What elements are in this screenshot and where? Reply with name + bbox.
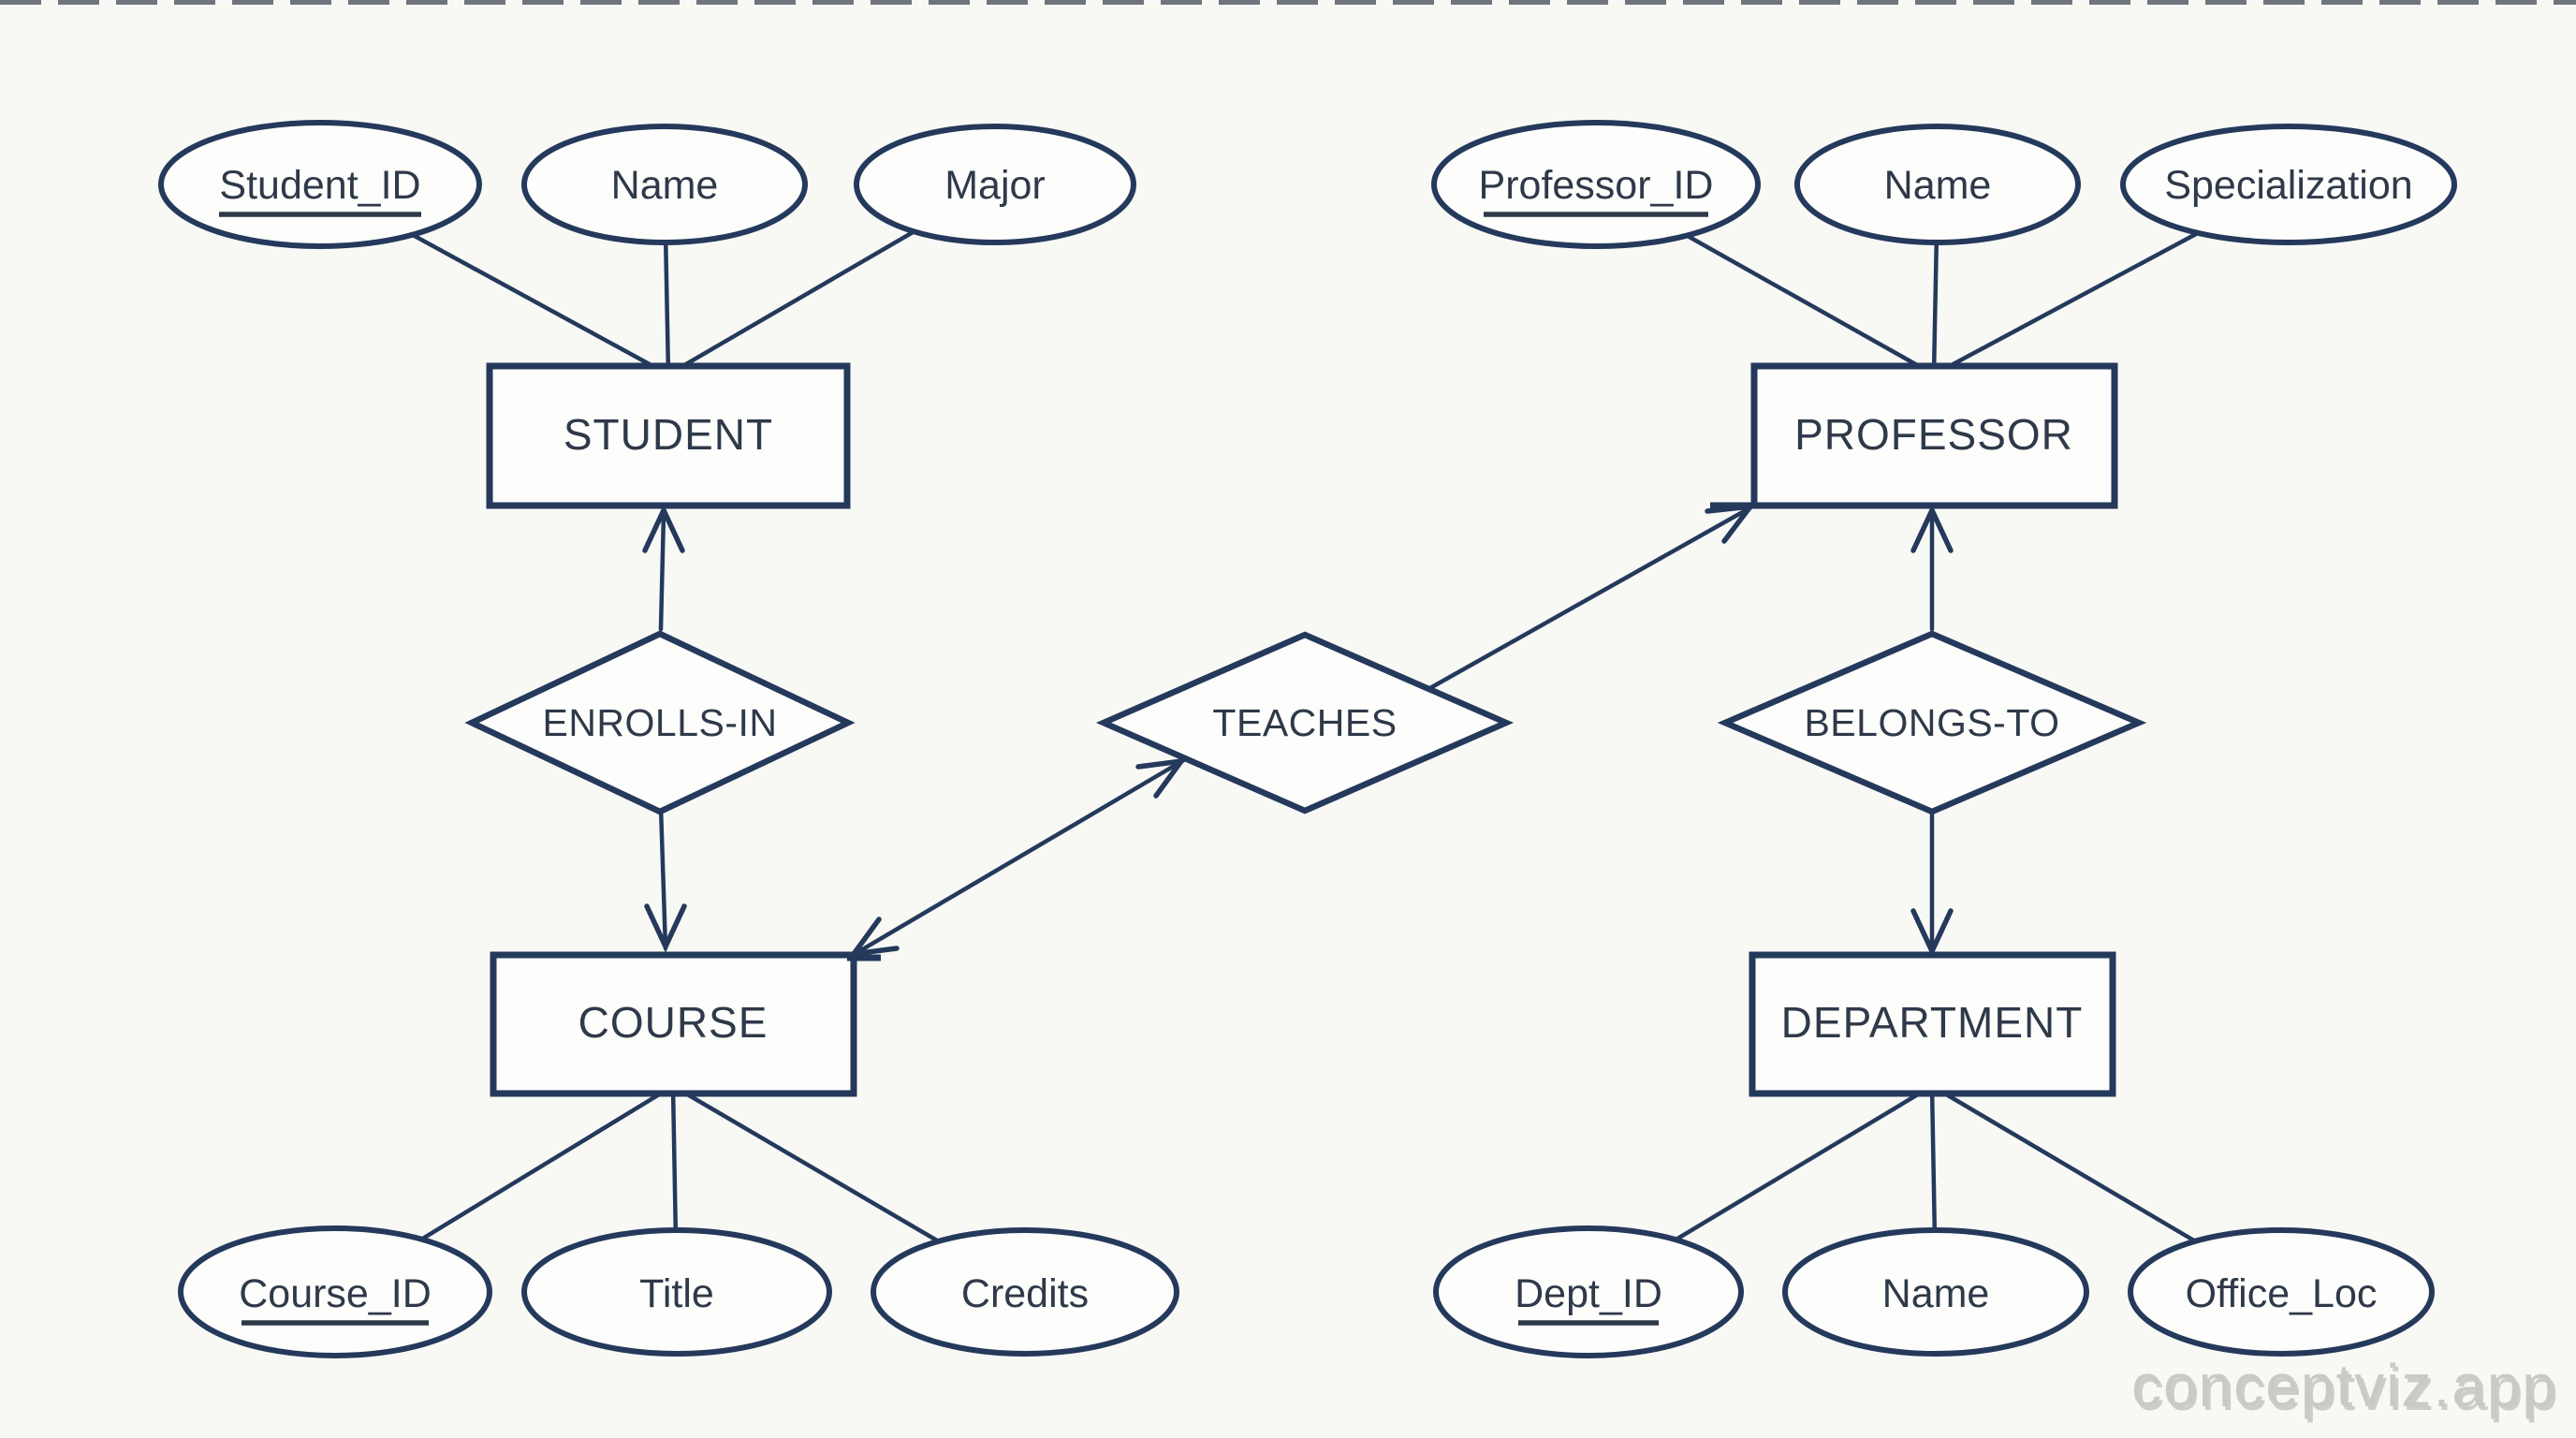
connector-teaches-to-professor xyxy=(1411,503,1757,700)
arrowhead-into-student-icon xyxy=(642,504,685,553)
attribute-major-label: Major xyxy=(944,163,1046,208)
entity-student xyxy=(486,362,851,509)
labels: STUDENT PROFESSOR COURSE DEPARTMENT ENRO… xyxy=(219,163,2413,1326)
arrowheads xyxy=(642,503,1954,958)
connector-enrolls-in-to-course xyxy=(658,804,668,951)
entity-student-label: STUDENT xyxy=(564,410,773,459)
arrowhead-into-course-corner-icon xyxy=(848,917,900,958)
watermark-shadow-text: conceptviz.app xyxy=(2134,1356,2560,1423)
relationship-enrolls-in xyxy=(464,630,856,815)
attribute-professor-name-label: Name xyxy=(1884,163,1992,208)
entity-course xyxy=(490,951,857,1097)
attribute-department-name xyxy=(1782,1227,2089,1357)
entity-department xyxy=(1749,951,2116,1097)
attribute-dept-id xyxy=(1433,1225,1744,1358)
attribute-professor-name xyxy=(1794,124,2081,245)
attribute-dept-id-label: Dept_ID xyxy=(1515,1271,1662,1316)
attribute-major xyxy=(854,124,1136,245)
entity-course-label: COURSE xyxy=(578,998,768,1047)
attribute-student-name-label: Name xyxy=(611,163,719,208)
attribute-office-loc-label: Office_Loc xyxy=(2186,1271,2378,1316)
attribute-specialization xyxy=(2120,124,2457,245)
relationship-teaches-label: TEACHES xyxy=(1212,701,1397,744)
attribute-department-name-label: Name xyxy=(1882,1271,1990,1316)
connector-enrolls-in-to-student xyxy=(658,511,666,632)
attribute-professor-id-label: Professor_ID xyxy=(1479,163,1714,208)
attribute-title xyxy=(521,1227,832,1357)
attribute-credits-label: Credits xyxy=(961,1271,1089,1316)
arrowhead-into-course-icon xyxy=(644,903,687,953)
arrowhead-into-professor-icon xyxy=(1910,504,1954,553)
entity-professor xyxy=(1750,362,2118,509)
attribute-student-name xyxy=(521,124,808,245)
arrowhead-into-department-icon xyxy=(1910,908,1954,958)
watermark-text: conceptviz.app xyxy=(2131,1352,2557,1419)
attribute-course-id-label: Course_ID xyxy=(239,1271,432,1316)
attribute-office-loc xyxy=(2128,1227,2435,1357)
arrowhead-into-professor-corner-icon xyxy=(1705,503,1757,544)
relationship-belongs-to xyxy=(1717,630,2147,815)
watermark: conceptviz.app conceptviz.app xyxy=(2131,1352,2560,1423)
attribute-specialization-label: Specialization xyxy=(2164,163,2412,208)
attribute-title-label: Title xyxy=(639,1271,714,1316)
attribute-student-id-label: Student_ID xyxy=(219,163,420,208)
relationship-teaches xyxy=(1095,631,1515,814)
entity-professor-label: PROFESSOR xyxy=(1794,410,2073,459)
arrowhead-into-teaches-icon xyxy=(1135,757,1187,799)
relationship-enrolls-in-label: ENROLLS-IN xyxy=(542,701,777,744)
relationship-belongs-to-label: BELONGS-TO xyxy=(1804,701,2059,744)
attribute-credits xyxy=(871,1227,1179,1357)
scan-artifact-top xyxy=(0,0,2576,5)
connector-course-to-teaches xyxy=(847,743,1210,960)
entity-department-label: DEPARTMENT xyxy=(1781,998,2084,1047)
